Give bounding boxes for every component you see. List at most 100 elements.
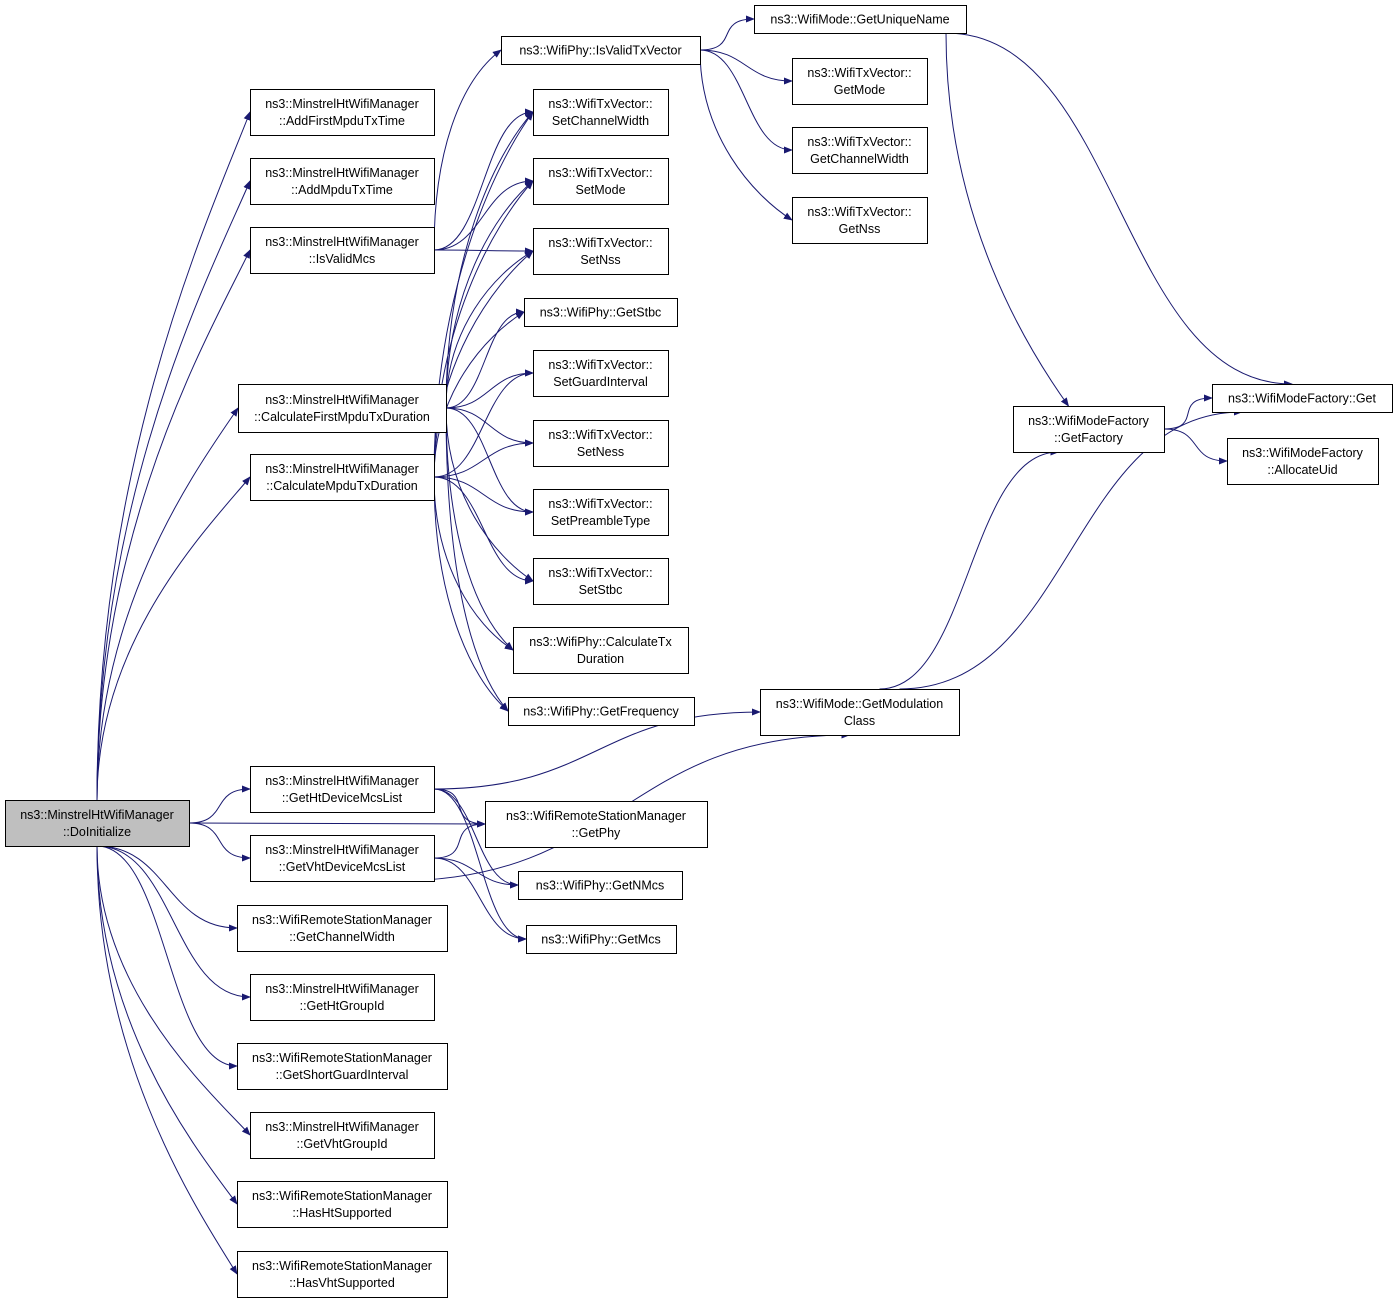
- node-label: ns3::MinstrelHtWifiManager: [265, 774, 419, 788]
- node-getHtGroup[interactable]: ns3::MinstrelHtWifiManager::GetHtGroupId: [250, 974, 435, 1021]
- node-getSGI[interactable]: ns3::WifiRemoteStationManager::GetShortG…: [237, 1043, 448, 1090]
- node-label: ns3::WifiPhy::GetFrequency: [523, 705, 679, 719]
- edge-root-to-hasVht: [96, 845, 238, 1275]
- edge-isValidMcs-to-setChW: [433, 108, 534, 251]
- node-box: [792, 58, 928, 105]
- node-label: ::GetChannelWidth: [289, 930, 395, 944]
- node-label: ::HasVhtSupported: [289, 1276, 395, 1290]
- node-getHtDev[interactable]: ns3::MinstrelHtWifiManager::GetHtDeviceM…: [250, 766, 435, 813]
- node-label: ns3::WifiMode::GetModulation: [776, 697, 943, 711]
- node-label: ns3::MinstrelHtWifiManager: [265, 843, 419, 857]
- node-label: ns3::WifiModeFactory::Get: [1228, 392, 1376, 406]
- node-setNess[interactable]: ns3::WifiTxVector::SetNess: [533, 420, 669, 467]
- node-box: [237, 1251, 448, 1298]
- edge-calcFirst-to-setMode: [445, 180, 534, 409]
- edge-calcMpdu-to-calcTx: [433, 476, 514, 651]
- edge-calcMpdu-to-setNess: [433, 439, 534, 478]
- node-addMpdu[interactable]: ns3::MinstrelHtWifiManager::AddMpduTxTim…: [250, 158, 435, 205]
- node-box: [237, 1043, 448, 1090]
- node-setNss[interactable]: ns3::WifiTxVector::SetNss: [533, 228, 669, 275]
- edge-root-to-getPhy: [188, 820, 486, 828]
- edge-root-to-getSGI: [96, 845, 238, 1070]
- node-getFreq[interactable]: ns3::WifiPhy::GetFrequency: [508, 697, 695, 726]
- node-getStbc[interactable]: ns3::WifiPhy::GetStbc: [524, 298, 678, 327]
- edge-getHtDev-to-getMcs: [433, 788, 527, 943]
- node-box: [250, 158, 435, 205]
- node-getVhtDev[interactable]: ns3::MinstrelHtWifiManager::GetVhtDevice…: [250, 835, 435, 882]
- node-isValidTx[interactable]: ns3::WifiPhy::IsValidTxVector: [501, 36, 701, 65]
- node-setPre[interactable]: ns3::WifiTxVector::SetPreambleType: [533, 489, 669, 536]
- node-getChWV[interactable]: ns3::WifiTxVector::GetChannelWidth: [792, 127, 928, 174]
- node-setChW[interactable]: ns3::WifiTxVector::SetChannelWidth: [533, 89, 669, 136]
- edge-calcMpdu-to-setGI: [433, 369, 534, 478]
- node-setStbc[interactable]: ns3::WifiTxVector::SetStbc: [533, 558, 669, 605]
- node-box: [760, 689, 960, 736]
- node-box: [501, 36, 701, 65]
- node-label: ns3::WifiMode::GetUniqueName: [770, 13, 949, 27]
- edge-isValidMcs-to-isValidTx: [433, 49, 502, 251]
- node-box: [250, 454, 435, 501]
- node-label: ns3::WifiTxVector::: [548, 497, 652, 511]
- node-label: ::AddFirstMpduTxTime: [279, 114, 405, 128]
- edge-root-to-getVhtDev: [188, 822, 251, 862]
- node-box: [792, 127, 928, 174]
- edge-getFactory-to-factGet: [1163, 394, 1213, 430]
- node-getVhtGroup[interactable]: ns3::MinstrelHtWifiManager::GetVhtGroupI…: [250, 1112, 435, 1159]
- node-box: [250, 1112, 435, 1159]
- edge-calcFirst-to-getStbc: [445, 308, 525, 409]
- node-root[interactable]: ns3::MinstrelHtWifiManager::DoInitialize: [5, 800, 190, 847]
- node-getFactory[interactable]: ns3::WifiModeFactory::GetFactory: [1013, 406, 1165, 453]
- node-box: [533, 158, 669, 205]
- node-getPhy[interactable]: ns3::WifiRemoteStationManager::GetPhy: [485, 801, 708, 848]
- node-getNssV[interactable]: ns3::WifiTxVector::GetNss: [792, 197, 928, 244]
- node-label: ns3::WifiRemoteStationManager: [252, 1051, 432, 1065]
- edge-root-to-calcMpdu: [96, 476, 251, 801]
- node-label: ns3::WifiTxVector::: [807, 66, 911, 80]
- node-label: SetStbc: [579, 583, 623, 597]
- node-label: ::GetPhy: [572, 826, 621, 840]
- edge-isValidTx-to-getChWV: [699, 49, 793, 154]
- node-label: ns3::MinstrelHtWifiManager: [265, 393, 419, 407]
- node-label: ::GetHtGroupId: [300, 999, 385, 1013]
- node-label: ns3::WifiRemoteStationManager: [252, 1259, 432, 1273]
- node-box: [513, 627, 689, 674]
- node-isValidMcs[interactable]: ns3::MinstrelHtWifiManager::IsValidMcs: [250, 227, 435, 274]
- node-label: ns3::WifiTxVector::: [548, 566, 652, 580]
- node-box: [250, 835, 435, 882]
- node-box: [238, 384, 447, 433]
- node-hasHt[interactable]: ns3::WifiRemoteStationManager::HasHtSupp…: [237, 1181, 448, 1228]
- node-getNMcs[interactable]: ns3::WifiPhy::GetNMcs: [518, 871, 683, 900]
- node-box: [250, 974, 435, 1021]
- edge-calcFirst-to-getFreq: [445, 407, 509, 712]
- node-box: [250, 227, 435, 274]
- node-box: [518, 871, 683, 900]
- node-label: SetGuardInterval: [553, 375, 648, 389]
- node-calcFirst[interactable]: ns3::MinstrelHtWifiManager::CalculateFir…: [238, 384, 447, 433]
- edge-root-to-calcFirst: [96, 407, 239, 801]
- node-getMcs[interactable]: ns3::WifiPhy::GetMcs: [526, 925, 677, 954]
- node-label: ns3::WifiModeFactory: [1028, 414, 1150, 428]
- node-setGI[interactable]: ns3::WifiTxVector::SetGuardInterval: [533, 350, 669, 397]
- node-label: ns3::WifiPhy::GetMcs: [541, 933, 660, 947]
- node-label: Duration: [577, 652, 624, 666]
- node-box: [250, 766, 435, 813]
- node-getUnique[interactable]: ns3::WifiMode::GetUniqueName: [754, 5, 967, 34]
- node-label: ::GetHtDeviceMcsList: [282, 791, 403, 805]
- node-allocUid[interactable]: ns3::WifiModeFactory::AllocateUid: [1227, 438, 1379, 485]
- node-calcMpdu[interactable]: ns3::MinstrelHtWifiManager::CalculateMpd…: [250, 454, 435, 501]
- edge-root-to-hasHt: [96, 845, 238, 1205]
- node-label: ns3::WifiTxVector::: [548, 97, 652, 111]
- node-getModeV[interactable]: ns3::WifiTxVector::GetMode: [792, 58, 928, 105]
- edge-getVhtDev-to-getNMcs: [433, 857, 519, 889]
- node-label: ns3::MinstrelHtWifiManager: [265, 982, 419, 996]
- node-getChW[interactable]: ns3::WifiRemoteStationManager::GetChanne…: [237, 905, 448, 952]
- node-label: ::IsValidMcs: [309, 252, 375, 266]
- node-hasVht[interactable]: ns3::WifiRemoteStationManager::HasVhtSup…: [237, 1251, 448, 1298]
- node-label: SetNess: [577, 445, 624, 459]
- node-factGet[interactable]: ns3::WifiModeFactory::Get: [1212, 384, 1393, 413]
- node-addFirst[interactable]: ns3::MinstrelHtWifiManager::AddFirstMpdu…: [250, 89, 435, 136]
- node-label: ns3::WifiTxVector::: [548, 166, 652, 180]
- node-setMode[interactable]: ns3::WifiTxVector::SetMode: [533, 158, 669, 205]
